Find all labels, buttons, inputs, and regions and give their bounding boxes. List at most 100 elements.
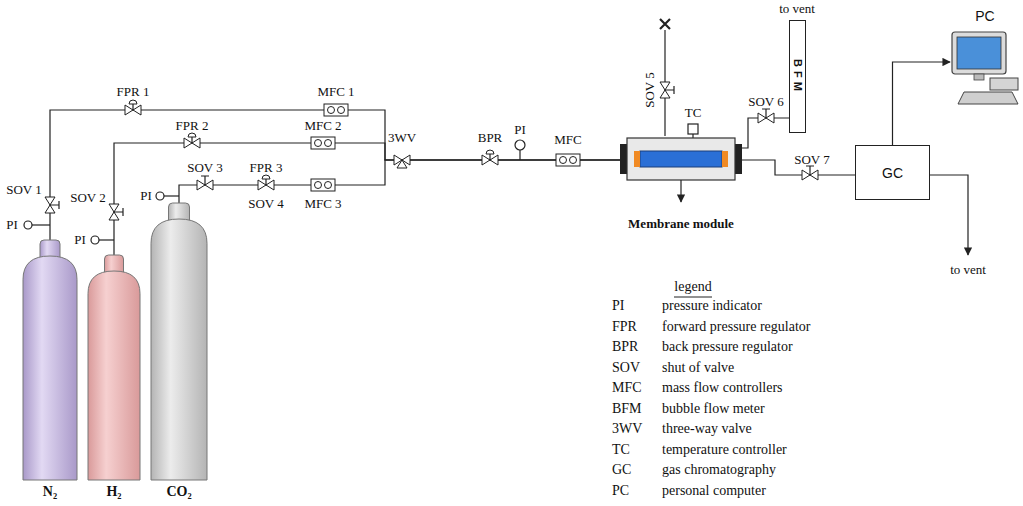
component-label: PI: [74, 233, 86, 247]
mass-flow-controller: [311, 137, 335, 149]
legend-meaning: personal computer: [662, 483, 766, 498]
gc-box: GC: [855, 145, 930, 200]
component-label: SOV 3: [187, 161, 223, 175]
vent-line: [930, 175, 968, 255]
component-label: MFC 3: [304, 197, 341, 211]
component-label: PI: [140, 189, 152, 203]
node-label: H₂: [106, 484, 121, 500]
component-label: SOV 2: [70, 191, 106, 205]
pressure-regulator: [125, 100, 141, 115]
shutoff-valve: [109, 204, 123, 220]
pipe-connector: [179, 160, 620, 203]
gauge-stub: [32, 224, 50, 225]
component-label: MFC: [554, 133, 581, 147]
legend-meaning: forward pressure regulator: [662, 319, 811, 334]
membrane-seal: [722, 151, 728, 167]
component-label: FPR 2: [176, 119, 209, 133]
cylinder-body: [23, 256, 77, 480]
computer-icon: PC: [950, 8, 1020, 108]
module-flange: [620, 144, 627, 174]
component-label: SOV 7: [794, 153, 830, 167]
legend-abbreviation: BPR: [612, 339, 638, 354]
valve-body: [394, 155, 410, 168]
mass-flow-controller: [324, 104, 348, 116]
purge-line: [664, 30, 665, 136]
component-label: to vent: [950, 263, 986, 277]
component-label: SOV 5: [643, 72, 657, 108]
legend-meaning: shut of valve: [662, 360, 734, 375]
monitor: [952, 32, 1006, 74]
three-way-valve: [394, 155, 410, 168]
pipe-connector: [742, 118, 789, 148]
membrane-seal: [634, 151, 640, 167]
node-label: N₂: [43, 484, 57, 500]
component-label: BPR: [478, 131, 503, 145]
component-label: FPR 1: [117, 85, 150, 99]
pressure-indicator: [24, 140, 525, 244]
shutoff-valve: [45, 197, 59, 213]
node-label: PC: [975, 8, 994, 24]
pressure-regulator: [258, 175, 274, 190]
gauge-dial: [91, 236, 99, 244]
legend-abbreviation: GC: [612, 462, 631, 477]
gas-cylinder: H₂: [87, 255, 141, 502]
mass-flow-controller: [311, 179, 335, 191]
component-label: SOV 4: [248, 197, 284, 211]
legend-abbreviation: TC: [612, 442, 630, 457]
computer-case: [990, 78, 1018, 90]
pressure-regulator: [184, 133, 200, 148]
bubble-flow-meter: BFM: [789, 20, 806, 133]
legend-meaning: temperature controller: [662, 442, 787, 457]
component-label: SOV 1: [6, 183, 42, 197]
legend-meaning: gas chromatography: [662, 462, 776, 477]
gas-cylinder-outline: [22, 240, 78, 502]
monitor-stand: [974, 74, 984, 80]
shutoff-valve: [660, 82, 674, 98]
component-label: 3WV: [388, 131, 416, 145]
gauge-stub: [164, 195, 179, 196]
component-label: MFC 2: [304, 119, 341, 133]
module-housing: [627, 138, 735, 180]
legend-abbreviation: FPR: [612, 319, 637, 334]
back-pressure-regulator: [482, 150, 498, 165]
legend-abbreviation: 3WV: [612, 421, 642, 436]
gas-cylinder-outline: [150, 203, 208, 502]
legend-meaning: back pressure regulator: [662, 339, 793, 354]
gauge-dial: [24, 221, 32, 229]
temperature-controller: [688, 124, 698, 134]
component-label: MFC 1: [317, 85, 354, 99]
pipe-connector: [50, 110, 620, 240]
node-label: CO₂: [166, 484, 191, 500]
gas-cylinder-outline: [87, 255, 141, 502]
legend-abbreviation: PC: [612, 483, 629, 498]
membrane-module: Membrane module: [620, 136, 742, 232]
component-label: to vent: [779, 2, 815, 16]
module-flange: [735, 144, 742, 174]
gauge-dial: [515, 140, 525, 150]
node-label: Membrane module: [628, 216, 734, 232]
gauge-stub: [99, 239, 114, 240]
component-label: SOV 6: [748, 95, 784, 109]
legend-meaning: mass flow controllers: [662, 380, 783, 395]
shutoff-valve: [802, 166, 818, 180]
shutoff-valve: [758, 109, 774, 123]
gauge-dial: [156, 192, 164, 200]
closed-end-mark: [660, 19, 670, 29]
mass-flow-controller: [556, 154, 580, 166]
cylinder-body: [88, 271, 140, 480]
legend-underline: [674, 297, 712, 298]
gauge-stub: [519, 150, 520, 160]
legend-heading: legend: [674, 279, 711, 294]
pipe-connector: [893, 62, 951, 145]
node-label: BFM: [792, 59, 804, 95]
gas-cylinder: CO₂: [150, 203, 208, 502]
membrane-tube: [640, 151, 722, 167]
gas-cylinder: N₂: [22, 240, 78, 502]
cylinder-body: [151, 219, 207, 480]
component-label: PI: [514, 123, 526, 137]
component-label: TC: [685, 106, 702, 120]
legend-meaning: pressure indicator: [662, 298, 762, 313]
legend-meaning: three-way valve: [662, 421, 752, 436]
legend-abbreviation: BFM: [612, 401, 642, 416]
